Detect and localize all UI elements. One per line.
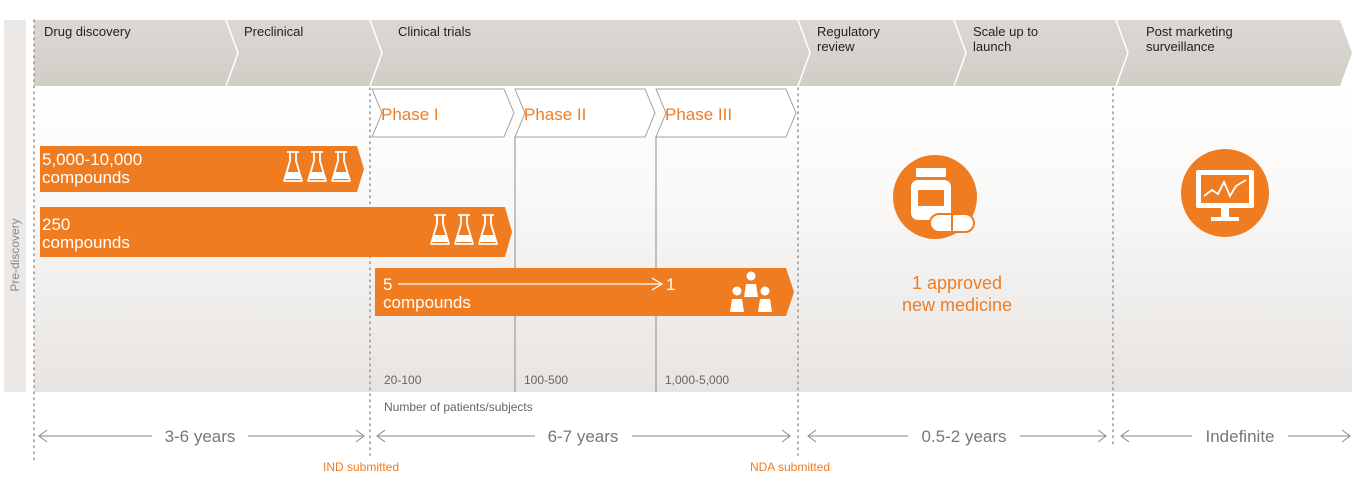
monitor-icon bbox=[1181, 149, 1269, 237]
bar3-result: 1 bbox=[666, 275, 675, 294]
flask-icon bbox=[283, 151, 303, 182]
funnel-bar-preclinical bbox=[40, 207, 512, 257]
duration-arrows bbox=[38, 429, 1351, 443]
funnel-bar-clinical bbox=[375, 268, 794, 316]
flask-icon bbox=[454, 214, 474, 245]
flask-icon bbox=[331, 151, 351, 182]
phase3-label: Phase III bbox=[665, 105, 732, 124]
bar3-arrow-head bbox=[651, 277, 664, 291]
stage-preclinical: Preclinical bbox=[244, 24, 303, 39]
phase2-label: Phase II bbox=[524, 105, 586, 124]
phase3-chevron bbox=[655, 88, 797, 138]
pre-discovery-strip bbox=[4, 20, 26, 392]
patients-phase2: 100-500 bbox=[524, 373, 568, 387]
stage-banner-bar bbox=[34, 20, 1352, 86]
funnel-bar-discovery bbox=[40, 146, 364, 192]
flask-icon bbox=[430, 214, 450, 245]
stage-dividers bbox=[33, 19, 1114, 461]
patients-phase1: 20-100 bbox=[384, 373, 422, 387]
pre-discovery-label: Pre-discovery bbox=[8, 218, 22, 291]
stage-separator bbox=[225, 19, 239, 87]
stage-drug-discovery: Drug discovery bbox=[44, 24, 131, 39]
stage-clinical-trials: Clinical trials bbox=[398, 24, 471, 39]
duration-review: 0.5-2 years bbox=[921, 427, 1006, 446]
flask-icon bbox=[307, 151, 327, 182]
stage-banner: Drug discovery Preclinical Clinical tria… bbox=[34, 19, 1352, 87]
ind-submitted-label: IND submitted bbox=[323, 460, 399, 474]
people-icon bbox=[730, 271, 772, 312]
stage-separator bbox=[1115, 19, 1129, 87]
duration-post: Indefinite bbox=[1206, 427, 1275, 446]
stage-separator bbox=[953, 19, 967, 87]
duration-discovery: 3-6 years bbox=[165, 427, 236, 446]
duration-clinical: 6-7 years bbox=[548, 427, 619, 446]
stage-separator bbox=[369, 19, 383, 87]
phase1-chevron bbox=[371, 88, 515, 138]
phase1-label: Phase I bbox=[381, 105, 439, 124]
patients-caption: Number of patients/subjects bbox=[384, 400, 533, 414]
phase-chevrons bbox=[371, 88, 797, 138]
flask-icon bbox=[478, 214, 498, 245]
phase2-chevron bbox=[514, 88, 656, 138]
medicine-bottle-icon bbox=[893, 155, 977, 239]
nda-submitted-label: NDA submitted bbox=[750, 460, 830, 474]
stage-separator bbox=[797, 19, 811, 87]
patients-phase3: 1,000-5,000 bbox=[665, 373, 729, 387]
